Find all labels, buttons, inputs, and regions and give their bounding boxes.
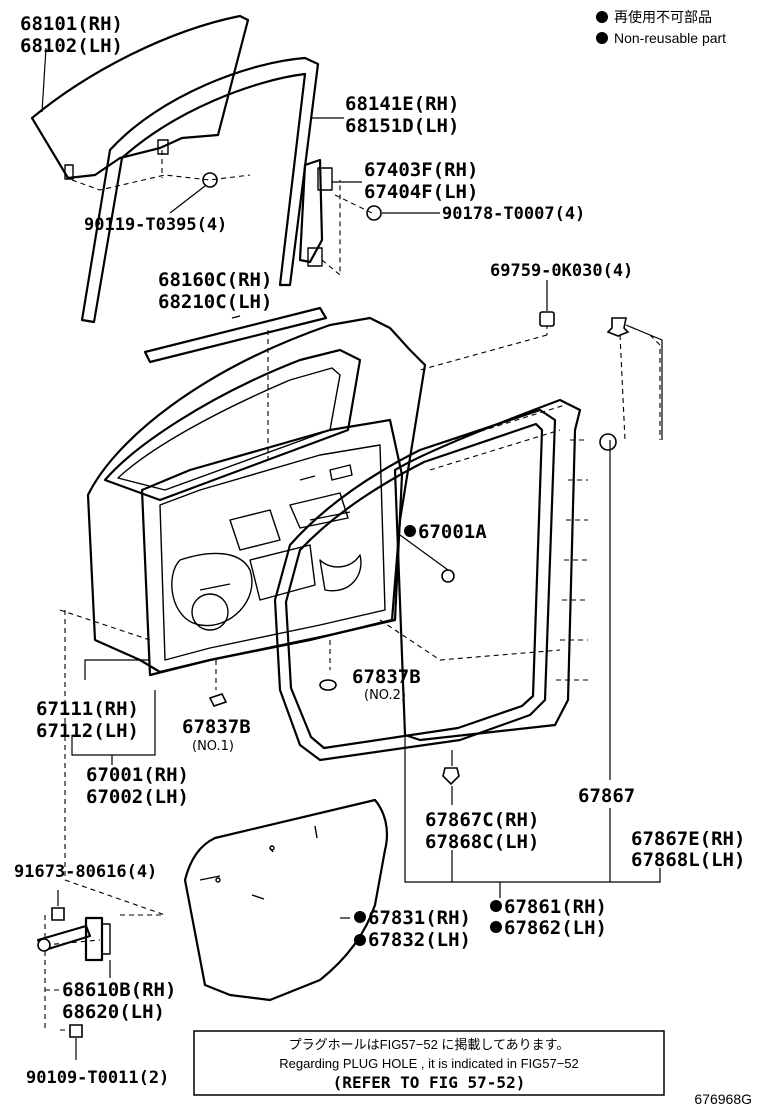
label-68101: 68101(RH) xyxy=(20,13,123,35)
glass-leader xyxy=(41,47,47,113)
label-68102: 68102(LH) xyxy=(20,35,123,57)
legend-en-label: Non-reusable part xyxy=(614,30,726,46)
label-67403f: 67403F(RH) xyxy=(364,159,478,181)
hinge-shape xyxy=(36,916,111,962)
label-67831: 67831(RH) xyxy=(368,907,471,929)
label-68610b: 68610B(RH) xyxy=(62,979,176,1001)
label-69759: 69759-0K030(4) xyxy=(490,261,633,281)
label-90109: 90109-T0011(2) xyxy=(26,1068,169,1088)
label-67002: 67002(LH) xyxy=(86,786,189,808)
label-67867: 67867 xyxy=(578,785,635,807)
label-67868l: 67868L(LH) xyxy=(631,849,745,871)
label-67862: 67862(LH) xyxy=(504,917,607,939)
clip-67867c-shape xyxy=(442,750,460,805)
service-cover-shape xyxy=(183,798,389,1002)
non-reusable-dot-icon xyxy=(354,911,366,923)
label-90178: 90178-T0007(4) xyxy=(442,204,585,224)
non-reusable-dot-icon xyxy=(596,32,608,44)
label-68151d: 68151D(LH) xyxy=(345,115,459,137)
non-reusable-dot-icon xyxy=(490,900,502,912)
clip-right-shape xyxy=(599,317,663,451)
door-glass-shape xyxy=(30,14,250,180)
belt-moulding-shape xyxy=(143,306,328,364)
bolt-90178-shape xyxy=(366,205,440,221)
clip-69759-shape xyxy=(539,280,555,327)
label-67837b-no2: 67837B xyxy=(352,666,421,688)
door-panel-shape xyxy=(86,316,427,677)
illustration-code: 676968G xyxy=(694,1091,752,1107)
note-jp-text: プラグホールはFIG57−52 に掲載してあります。 xyxy=(289,1037,570,1052)
label-68210c: 68210C(LH) xyxy=(158,291,272,313)
plug-67001a-shape xyxy=(399,534,455,583)
bolt-90119-shape xyxy=(169,172,218,214)
label-90119: 90119-T0395(4) xyxy=(84,215,227,235)
regulator-channel-shape xyxy=(298,158,333,267)
door-weatherstrip-shape xyxy=(273,408,557,762)
label-67001a: 67001A xyxy=(418,521,487,543)
label-67001: 67001(RH) xyxy=(86,764,189,786)
label-67837b-no1: 67837B xyxy=(182,716,251,738)
note-ref-text: (REFER TO FIG 57-52) xyxy=(333,1073,526,1092)
legend: 再使用不可部品 Non-reusable part xyxy=(596,9,726,46)
label-68620: 68620(LH) xyxy=(62,1001,165,1023)
label-no2: (NO.2) xyxy=(364,688,406,703)
non-reusable-dot-icon xyxy=(354,934,366,946)
door-bracket-leader xyxy=(71,659,156,765)
body-weatherstrip-shape xyxy=(393,398,588,742)
label-91673: 91673-80616(4) xyxy=(14,862,157,882)
label-67404f: 67404F(LH) xyxy=(364,181,478,203)
label-67868c: 67868C(LH) xyxy=(425,831,539,853)
label-67832: 67832(LH) xyxy=(368,929,471,951)
non-reusable-dot-icon xyxy=(596,11,608,23)
label-68141e: 68141E(RH) xyxy=(345,93,459,115)
label-no1: (NO.1) xyxy=(192,739,234,754)
label-67867e: 67867E(RH) xyxy=(631,828,745,850)
note-en-text: Regarding PLUG HOLE , it is indicated in… xyxy=(279,1056,579,1071)
upper-dash-lines xyxy=(71,150,373,277)
hinge-bolt-upper-shape xyxy=(51,890,65,921)
non-reusable-dot-icon xyxy=(490,921,502,933)
plug-67837b-no2-shape xyxy=(319,679,337,691)
label-67861: 67861(RH) xyxy=(504,896,607,918)
label-67112: 67112(LH) xyxy=(36,720,139,742)
hinge-bolt-lower-shape xyxy=(69,1024,83,1060)
non-reusable-dot-icon xyxy=(404,525,416,537)
legend-jp-label: 再使用不可部品 xyxy=(614,9,712,25)
label-67111: 67111(RH) xyxy=(36,698,139,720)
glass-run-shape xyxy=(80,56,320,324)
plug-hole-note: プラグホールはFIG57−52 に掲載してあります。 Regarding PLU… xyxy=(193,1030,665,1096)
belt-moulding-leader xyxy=(231,315,241,319)
label-68160c: 68160C(RH) xyxy=(158,269,272,291)
plug-67837b-no1-shape xyxy=(208,693,228,707)
label-67867c: 67867C(RH) xyxy=(425,809,539,831)
weatherstrip-bracket-leader xyxy=(404,440,661,883)
